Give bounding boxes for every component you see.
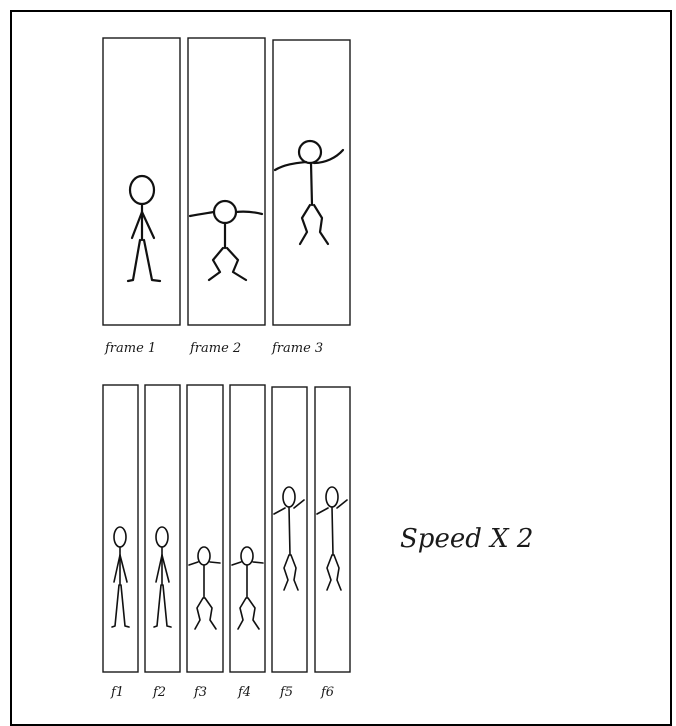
f1-box bbox=[103, 385, 138, 672]
frame-2-box bbox=[188, 38, 265, 325]
frame-label: f6 bbox=[320, 685, 334, 700]
frame-label: frame 1 bbox=[104, 341, 156, 356]
frame-label: f3 bbox=[193, 685, 207, 700]
f2-box bbox=[145, 385, 180, 672]
frame-label: f1 bbox=[110, 685, 124, 700]
frame-label: frame 2 bbox=[189, 341, 241, 356]
frame-1-box bbox=[103, 38, 180, 325]
f3-box bbox=[187, 385, 223, 672]
bottom-row: f1 f2 f3 f4 f5 f6 bbox=[103, 385, 350, 700]
top-row: frame 1 frame 2 frame 3 bbox=[103, 38, 350, 356]
frame-label: frame 3 bbox=[271, 341, 323, 356]
speed-label: Speed X 2 bbox=[400, 524, 533, 554]
frame-label: f2 bbox=[152, 685, 166, 700]
frame-label: f5 bbox=[279, 685, 293, 700]
frame-label: f4 bbox=[237, 685, 251, 700]
